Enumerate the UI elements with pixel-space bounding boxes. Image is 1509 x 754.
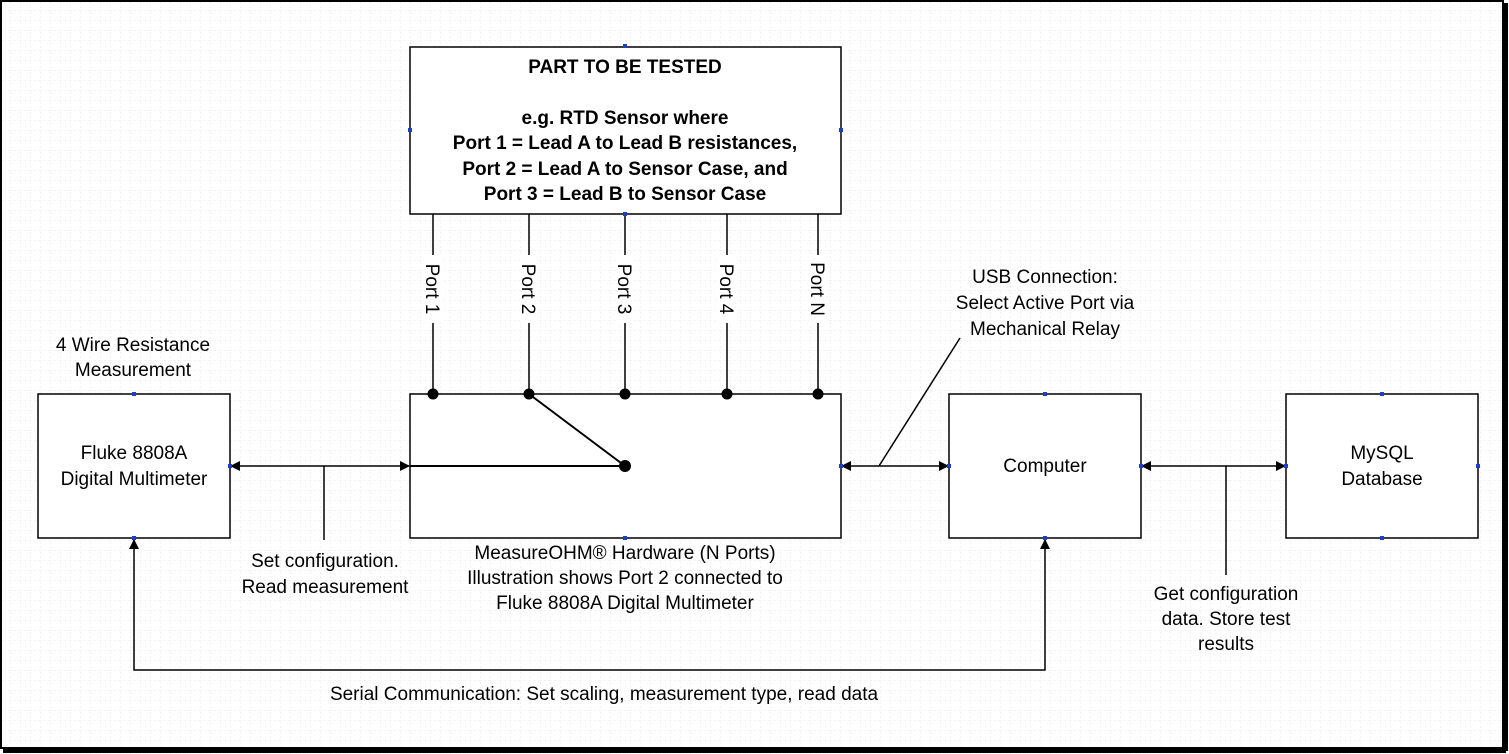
handle-pc-left xyxy=(947,464,951,468)
part-title: PART TO BE TESTED xyxy=(528,57,722,78)
handle-part-right xyxy=(839,128,843,132)
port-3-node xyxy=(619,388,631,400)
port-3-label: Port 3 xyxy=(613,264,634,315)
handle-db-top xyxy=(1380,392,1384,396)
relay-pivot-node xyxy=(619,460,631,472)
selection-handles xyxy=(132,44,1480,540)
port-2-node xyxy=(523,388,535,400)
handle-pc-bottom xyxy=(1043,536,1047,540)
database-label-1: MySQL xyxy=(1350,443,1413,464)
multimeter-box[interactable]: Fluke 8808A Digital Multimeter xyxy=(37,393,231,539)
multimeter-label-2: Digital Multimeter xyxy=(61,469,208,490)
port-1-node xyxy=(427,388,439,400)
computer-box[interactable]: Computer xyxy=(948,393,1142,539)
handle-mm-right xyxy=(228,464,232,468)
handle-pc-top xyxy=(1043,392,1047,396)
hardware-caption-3: Fluke 8808A Digital Multimeter xyxy=(496,593,754,614)
relay-switch-line xyxy=(528,393,626,467)
handle-pc-right xyxy=(1139,464,1143,468)
serial-annotation: Serial Communication: Set scaling, measu… xyxy=(330,684,879,705)
handle-part-left xyxy=(408,128,412,132)
usb-annotation-leader xyxy=(878,337,961,467)
handle-db-right xyxy=(1476,464,1480,468)
handle-mm-top xyxy=(132,392,136,396)
port-1-label: Port 1 xyxy=(421,264,442,315)
handle-part-bottom xyxy=(623,212,627,216)
handle-hw-right xyxy=(839,464,843,468)
port-4-label-bg xyxy=(718,255,736,323)
config-annotation-2: Read measurement xyxy=(242,577,410,598)
port-4-label: Port 4 xyxy=(715,264,736,315)
port-n-node xyxy=(812,388,824,400)
port-n-label: Port N xyxy=(806,262,827,316)
port-4-node xyxy=(721,388,733,400)
multimeter-caption-2: Measurement xyxy=(75,360,192,381)
usb-annotation-3: Mechanical Relay xyxy=(970,319,1120,340)
port-n-label-bg xyxy=(809,255,827,323)
usb-annotation-2: Select Active Port via xyxy=(956,293,1135,314)
handle-db-left xyxy=(1284,464,1288,468)
port-2-label: Port 2 xyxy=(517,264,538,315)
usb-annotation-1: USB Connection: xyxy=(972,267,1118,288)
port-3-label-bg xyxy=(616,255,634,323)
serial-communication-link xyxy=(129,539,1050,671)
port-1-label-bg xyxy=(424,255,442,323)
db-annotation-3: results xyxy=(1198,634,1254,655)
database-box[interactable]: MySQL Database xyxy=(1285,393,1479,539)
hardware-caption-1: MeasureOHM® Hardware (N Ports) xyxy=(474,543,775,564)
handle-part-top xyxy=(623,44,627,48)
config-annotation-1: Set configuration. xyxy=(251,551,399,572)
handle-db-bottom xyxy=(1380,536,1384,540)
part-to-be-tested-box[interactable]: PART TO BE TESTED e.g. RTD Sensor where … xyxy=(409,46,842,215)
part-line-example: e.g. RTD Sensor where xyxy=(522,108,729,129)
database-label-2: Database xyxy=(1341,469,1422,490)
multimeter-caption-1: 4 Wire Resistance xyxy=(56,335,210,356)
handle-mm-bottom xyxy=(132,536,136,540)
part-line-port1: Port 1 = Lead A to Lead B resistances, xyxy=(453,133,797,154)
computer-label: Computer xyxy=(1003,456,1087,477)
part-line-port2: Port 2 = Lead A to Sensor Case, and xyxy=(462,159,787,180)
multimeter-label-1: Fluke 8808A xyxy=(81,443,188,464)
part-line-port3: Port 3 = Lead B to Sensor Case xyxy=(484,184,766,205)
hardware-caption-2: Illustration shows Port 2 connected to xyxy=(467,568,783,589)
db-annotation-1: Get configuration xyxy=(1154,584,1299,605)
db-annotation-2: data. Store test xyxy=(1162,609,1292,630)
port-2-label-bg xyxy=(520,255,538,323)
measureohm-hardware-box[interactable] xyxy=(409,388,842,539)
handle-hw-bottom xyxy=(623,536,627,540)
